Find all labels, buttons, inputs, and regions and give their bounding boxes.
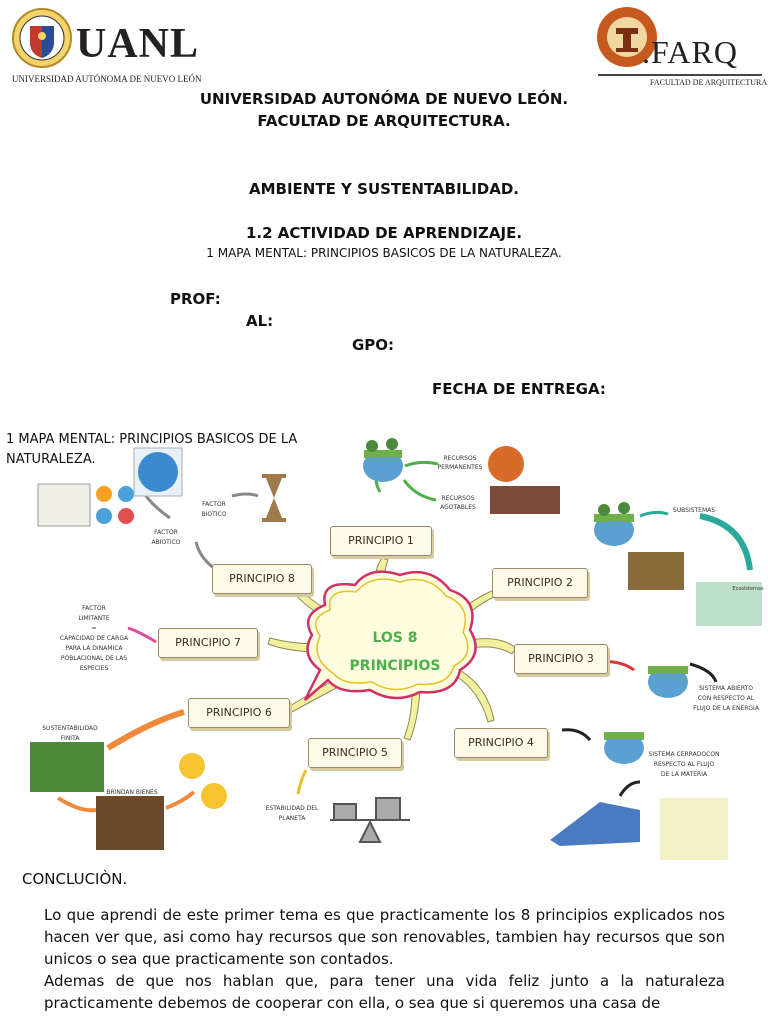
note-factor-lim-2: LIMITANTE [78, 615, 110, 622]
note-capacidad-4: ESPECIES [80, 665, 109, 672]
farq-logo: .FARQ FACULTAD DE ARQUITECTURA [594, 6, 768, 87]
uanl-logo-caption: UNIVERSIDAD AUTÓNOMA DE NUEVO LEÓN [12, 74, 202, 84]
note-recursos-ago-2: AGOTABLES [440, 504, 476, 511]
resources-icon [490, 486, 560, 514]
note-capacidad-2: PARA LA DINAMICA [66, 645, 124, 652]
ecosystem-icon-p4 [604, 732, 644, 764]
mind-map-canvas: LOS 8 PRINCIPIOS [30, 438, 764, 860]
ecosystem-icon-p2 [594, 502, 634, 546]
principle-5-pill: PRINCIPIO 5 [308, 738, 402, 768]
note-sistema-abierto-1: SISTEMA ABIERTO [699, 685, 753, 692]
note-sustentabilidad-2: FINITA [61, 735, 81, 742]
hourglass-icon [262, 474, 286, 522]
al-label: AL: [246, 312, 274, 330]
fecha-label: FECHA DE ENTREGA: [432, 380, 606, 398]
ecosystem-icon-p3 [648, 666, 688, 698]
farq-seal-icon [597, 7, 657, 67]
element-icon-4 [118, 508, 134, 524]
note-abiotico-2: ABIOTICO [151, 539, 180, 546]
matter-cycle-image [660, 798, 728, 860]
note-factor-lim-1: FACTOR [82, 605, 106, 612]
map-caption-line2: NATURALEZA. [6, 452, 96, 467]
university-title: UNIVERSIDAD AUTONÓMA DE NUEVO LEÓN. [199, 90, 569, 108]
principle-4-pill: PRINCIPIO 4 [454, 728, 548, 758]
note-biotico-2: BIOTICO [202, 511, 227, 518]
note-recursos-perm-2: PERMANENTES [438, 464, 483, 471]
note-sistema-cerrado-1: SISTEMA CERRADOCON [649, 751, 720, 758]
activity-title: 1.2 ACTIVIDAD DE APRENDIZAJE. [245, 224, 523, 242]
note-texts: RECURSOS PERMANENTES RECURSOS AGOTABLES … [42, 455, 764, 822]
principle-2-pill: PRINCIPIO 2 [492, 568, 588, 598]
gpo-label: GPO: [352, 336, 395, 354]
note-biotico-1: FACTOR [202, 501, 226, 508]
note-sistema-abierto-2: CON RESPECTO AL [698, 695, 755, 702]
subject-title: AMBIENTE Y SUSTENTABILIDAD. [249, 180, 519, 198]
note-abiotico-1: FACTOR [154, 529, 178, 536]
note-estabilidad-1: ESTABILIDAD DEL [266, 805, 319, 812]
note-ecosistemas: Ecosistemas [732, 586, 764, 592]
smiley-icon-1 [179, 753, 205, 779]
cabin-image [96, 796, 164, 850]
note-brindan: BRINDAN BIENES [106, 789, 158, 796]
center-cloud [303, 570, 477, 701]
smiley-icon-2 [201, 783, 227, 809]
planet-icon [488, 446, 524, 482]
note-factor-lim-3: = [91, 625, 96, 632]
water-cycle-image [550, 802, 640, 846]
farq-underline [598, 74, 762, 76]
note-sistema-cerrado-2: RESPECTO AL FLUJO [654, 761, 715, 768]
center-line2: PRINCIPIOS [350, 658, 441, 674]
ecosystems-image [696, 582, 762, 626]
element-icon-2 [118, 486, 134, 502]
activity-subtitle: 1 MAPA MENTAL: PRINCIPIOS BASICOS DE LA … [206, 246, 562, 260]
note-recursos-perm-1: RECURSOS [443, 455, 476, 462]
note-capacidad-1: CAPACIDAD DE CARGA [60, 635, 129, 642]
ecosystem-icon-p1 [363, 438, 403, 482]
note-sustentabilidad-1: SUSTENTABILIDAD [42, 725, 98, 732]
forest-subsystem-image [628, 552, 684, 590]
faculty-title: FACULTAD DE ARQUITECTURA. [257, 112, 511, 130]
note-sistema-abierto-3: FLUJO DE LA ENERGIA [693, 705, 760, 712]
illustrations [30, 438, 762, 860]
note-recursos-ago-1: RECURSOS [441, 495, 474, 502]
note-capacidad-3: POBLACIONAL DE LAS [61, 655, 127, 662]
note-estabilidad-2: PLANETA [279, 815, 307, 822]
element-icon-3 [96, 508, 112, 524]
principle-3-pill: PRINCIPIO 3 [514, 644, 608, 674]
note-sistema-cerrado-3: DE LA MATERIA [661, 771, 708, 778]
farq-logo-text: .FARQ [642, 34, 738, 70]
topographic-image [37, 483, 91, 527]
note-arrows [56, 460, 753, 813]
principle-7-pill: PRINCIPIO 7 [158, 628, 258, 658]
uanl-logo-text: UANL [76, 21, 200, 67]
principle-1-pill: PRINCIPIO 1 [330, 526, 432, 556]
map-caption-line1: 1 MAPA MENTAL: PRINCIPIOS BASICOS DE LA [6, 432, 298, 447]
note-subsistemas: SUBSISTEMAS [673, 507, 715, 514]
conclusion-heading: CONCLUCIÒN. [22, 870, 128, 888]
uanl-logo: UANL UNIVERSIDAD AUTÓNOMA DE NUEVO LEÓN [12, 6, 202, 86]
farq-logo-caption: FACULTAD DE ARQUITECTURA [650, 78, 768, 87]
forest-path-image [30, 742, 104, 792]
conclusion-paragraph-2: Ademas de que nos hablan que, para tener… [44, 972, 725, 1012]
conclusion-paragraph-1: Lo que aprendi de este primer tema es qu… [44, 906, 725, 968]
balance-scale-icon [330, 797, 410, 843]
element-icon-1 [96, 486, 112, 502]
center-line1: LOS 8 [372, 630, 417, 646]
principle-8-pill: PRINCIPIO 8 [212, 564, 312, 594]
uanl-shield-icon [12, 8, 72, 68]
prof-label: PROF: [170, 290, 221, 308]
map-caption: 1 MAPA MENTAL: PRINCIPIOS BASICOS DE LA … [6, 430, 326, 470]
principle-6-pill: PRINCIPIO 6 [188, 698, 290, 728]
